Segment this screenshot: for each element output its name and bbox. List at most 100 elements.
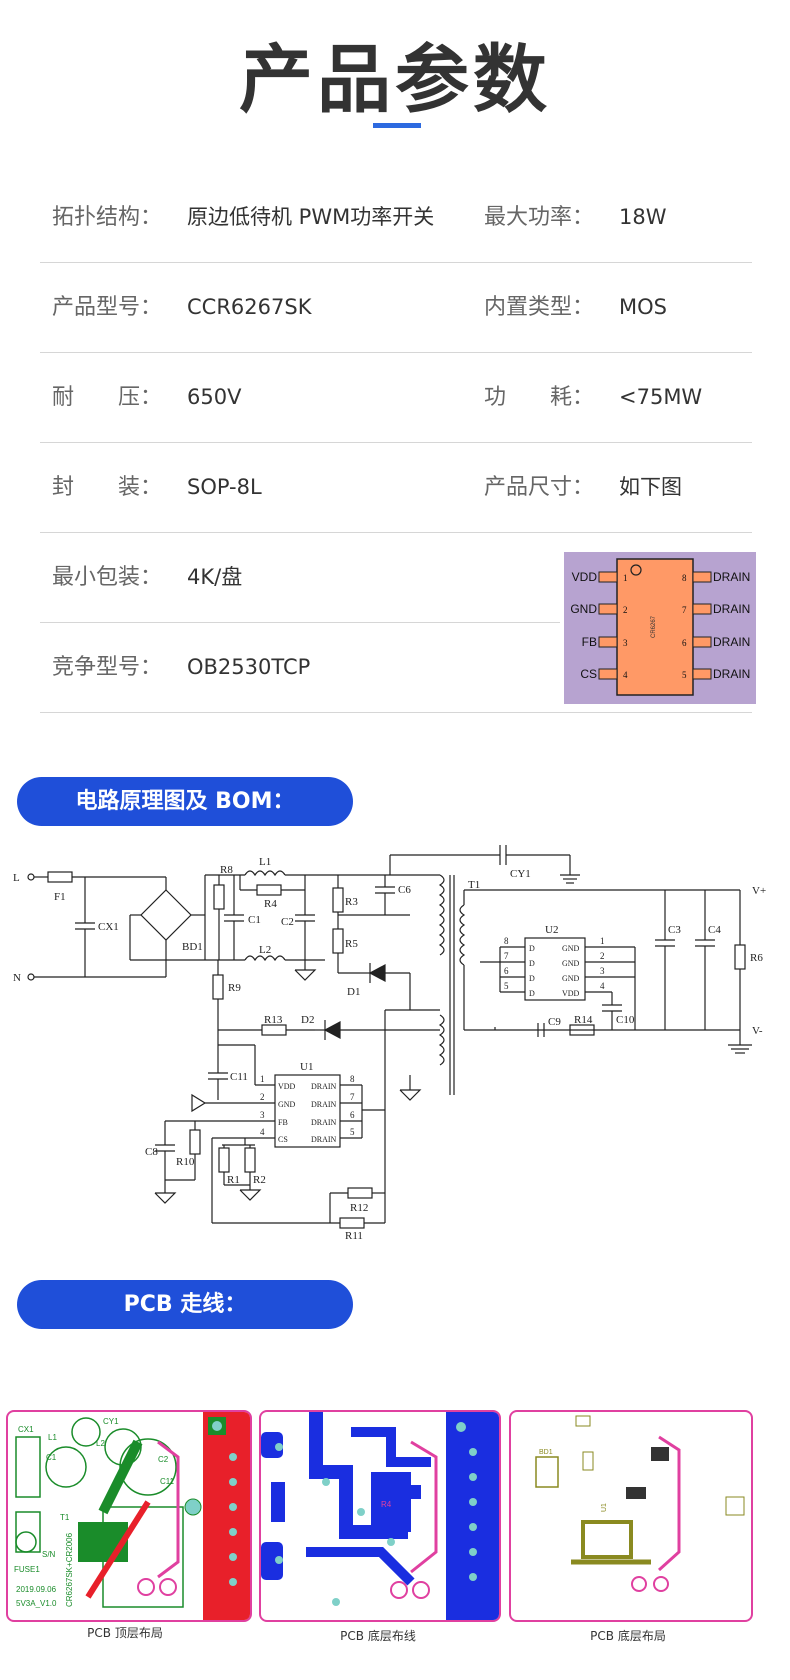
label-R1: R1: [227, 1174, 240, 1186]
label-R8: R8: [220, 864, 233, 876]
label-Vplus: V+: [752, 885, 766, 897]
chip-marking: CR6267: [651, 615, 657, 638]
u2-pin-number: 6: [504, 966, 509, 976]
pin-number: 8: [682, 573, 687, 583]
pcb-caption-top-layout: PCB 顶层布局: [87, 1626, 163, 1640]
pin-number: 6: [682, 638, 687, 648]
u1-pin-name: FB: [278, 1118, 288, 1127]
pin-number: 5: [682, 670, 687, 680]
circuit-schematic: L N F1 CX1 BD1 L1 L2 R4 R8 C1 C2 R3 R5 C…: [13, 845, 766, 1240]
spec-value: OB2530TCP: [187, 655, 311, 679]
label-L2: L2: [259, 944, 271, 956]
spec-row-2: 产品型号： CCR6267SK 内置类型： MOS: [40, 263, 752, 353]
u2-pin-name: GND: [562, 974, 580, 983]
label-C9: C9: [548, 1016, 561, 1028]
pcb-text: C1: [46, 1453, 57, 1462]
spec-value: <75MW: [619, 385, 703, 409]
spec-value: 4K/盘: [187, 565, 243, 589]
u1-pin-number: 6: [350, 1110, 355, 1120]
u1-pin-number: 4: [260, 1127, 265, 1137]
pin-name: VDD: [572, 570, 598, 584]
u2-pin-name: D: [529, 959, 535, 968]
pin-pad: [598, 571, 618, 583]
spec-row-1: 拓扑结构： 原边低待机 PWM功率开关 最大功率： 18W: [40, 173, 752, 263]
section-header-pcb: PCB 走线：: [17, 1280, 353, 1329]
spec-value: SOP-8L: [187, 475, 262, 499]
label-C4: C4: [708, 924, 721, 936]
pcb-text: R4: [381, 1500, 392, 1509]
u2-pin-number: 8: [504, 936, 509, 946]
pin-number: 3: [623, 638, 628, 648]
pcb-text: S/N: [42, 1550, 56, 1559]
spec-label: 产品型号：: [52, 295, 163, 320]
pcb-text: 2019.09.06: [16, 1585, 57, 1594]
pcb-text: CR6267SK+CR2006: [65, 1532, 74, 1607]
pin-pad: [598, 603, 618, 615]
u2-pin-number: 5: [504, 981, 509, 991]
label-U1: U1: [300, 1061, 313, 1073]
u2-pin-number: 7: [504, 951, 509, 961]
spec-label: 最小包装：: [52, 565, 163, 590]
u2-pin-name: D: [529, 989, 535, 998]
u2-pin-number: 3: [600, 966, 605, 976]
spec-row-6: 竞争型号： OB2530TCP: [40, 623, 752, 713]
pin-name: GND: [570, 602, 597, 616]
pcb-text: CY1: [103, 1417, 119, 1426]
spec-label: 产品尺寸：: [484, 475, 595, 500]
pin-number: 2: [623, 605, 628, 615]
pcb-bottom-layout-image: BD1 U1: [509, 1410, 753, 1622]
label-F1: F1: [54, 891, 66, 903]
u1-pin-name: DRAIN: [311, 1082, 337, 1091]
label-D1: D1: [347, 986, 360, 998]
pin-name: FB: [582, 635, 597, 649]
u1-pin-number: 8: [350, 1074, 355, 1084]
section-header-schematic: 电路原理图及 BOM：: [17, 777, 353, 826]
pin-number: 4: [623, 670, 628, 680]
label-C10: C10: [616, 1014, 635, 1026]
pin-pad: [692, 636, 712, 648]
pcb-text: CX1: [18, 1425, 34, 1434]
pcb-text: U1: [601, 1503, 608, 1512]
u1-pin-number: 5: [350, 1127, 355, 1137]
u1-pin-name: CS: [278, 1135, 288, 1144]
u1-pin-name: VDD: [278, 1082, 296, 1091]
spec-label: 封 装：: [52, 475, 163, 500]
pin-name: CS: [580, 667, 597, 681]
spec-label: 功 耗：: [484, 385, 595, 410]
label-R5: R5: [345, 938, 358, 950]
u1-pin-number: 2: [260, 1092, 265, 1102]
u2-pin-number: 4: [600, 981, 605, 991]
spec-value: MOS: [619, 295, 667, 319]
u2-pin-number: 2: [600, 951, 605, 961]
pcb-text: FUSE1: [14, 1565, 40, 1574]
u1-pin-name: DRAIN: [311, 1135, 337, 1144]
u2-pin-name: GND: [562, 959, 580, 968]
pcb-text: T1: [60, 1513, 70, 1522]
label-L: L: [13, 872, 20, 884]
u1-pin-name: GND: [278, 1100, 296, 1109]
pcb-bottom-routing-image: R4: [259, 1410, 501, 1622]
label-R10: R10: [176, 1156, 195, 1168]
chip-pinout-diagram: CR6267 VDD GND FB CS DRAIN DRAIN DRAIN D…: [564, 552, 756, 704]
spec-row-5: 最小包装： 4K/盘: [40, 533, 560, 623]
spec-label: 最大功率：: [484, 205, 595, 230]
label-N: N: [13, 972, 21, 984]
label-R13: R13: [264, 1014, 283, 1026]
label-R2: R2: [253, 1174, 266, 1186]
u2-pin-name: D: [529, 974, 535, 983]
pcb-text: C2: [158, 1455, 169, 1464]
pcb-text: L1: [48, 1433, 57, 1442]
spec-value: CCR6267SK: [187, 295, 312, 319]
pcb-top-layout-image: CX1 L1 CY1 C1 L2 C2 C11 T1 S/N FUSE1 201…: [6, 1410, 252, 1622]
pin-number: 7: [682, 605, 687, 615]
pin-pad: [598, 636, 618, 648]
pin-pad: [692, 668, 712, 680]
u2-pin-number: 1: [600, 936, 605, 946]
spec-label: 耐 压：: [52, 385, 163, 410]
u2-pin-name: VDD: [562, 989, 580, 998]
label-R4: R4: [264, 898, 277, 910]
label-L1: L1: [259, 856, 271, 868]
label-R14: R14: [574, 1014, 593, 1026]
chip-body: [616, 558, 694, 696]
pin-pad: [692, 603, 712, 615]
